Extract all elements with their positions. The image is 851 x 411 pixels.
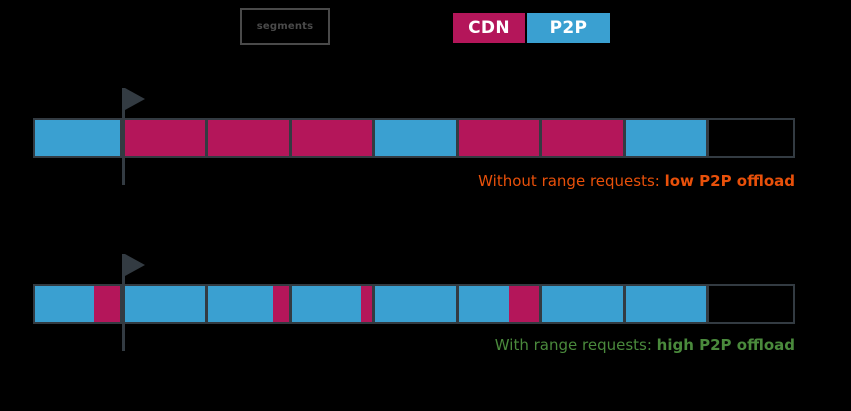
- segment-part-cdn: [291, 120, 373, 156]
- segment-part-p2p: [90, 120, 120, 156]
- caption-2-emphasis: high P2P offload: [656, 336, 795, 354]
- segment: [542, 286, 626, 322]
- segment: [542, 120, 626, 156]
- segment-part-cdn: [94, 286, 120, 322]
- legend-cdn-label: CDN: [468, 18, 510, 38]
- segment: [375, 286, 459, 322]
- segment-part-cdn: [508, 286, 540, 322]
- segment-part-p2p: [375, 286, 456, 322]
- segment: [122, 286, 209, 322]
- segment-bar: [33, 284, 795, 324]
- legend-p2p-label: P2P: [549, 18, 588, 38]
- legend-chip-p2p: P2P: [527, 13, 610, 43]
- segment-part-cdn: [458, 120, 540, 156]
- playhead-line: [122, 254, 125, 351]
- legend-segments-label: segments: [256, 21, 314, 32]
- segment-part-p2p: [291, 286, 361, 322]
- segment-part-p2p: [625, 120, 707, 156]
- segment-part-cdn: [272, 286, 289, 322]
- segment-part-p2p: [542, 286, 623, 322]
- segment-part-cdn: [542, 120, 623, 156]
- segment-part-p2p: [89, 286, 95, 322]
- legend-segments-box: segments: [240, 8, 330, 45]
- segment-bar: [33, 118, 795, 158]
- caption-2-lead: With range requests:: [494, 336, 657, 354]
- playhead-flag-icon: [125, 254, 145, 276]
- legend-chip-cdn: CDN: [453, 13, 525, 43]
- segment: [122, 120, 209, 156]
- caption-with-range-requests: With range requests: high P2P offload: [495, 336, 795, 354]
- segment-part-p2p: [458, 286, 509, 322]
- playhead-line: [122, 88, 125, 185]
- segment-part-p2p: [208, 286, 273, 322]
- segment: [709, 286, 793, 322]
- segment: [375, 120, 459, 156]
- segment: [208, 120, 292, 156]
- segment: [291, 120, 376, 156]
- segment: [458, 286, 543, 322]
- segment-part-empty: [709, 286, 793, 322]
- segment-part-p2p: [35, 286, 90, 322]
- segment-part-p2p: [625, 286, 707, 322]
- segment-part-p2p: [122, 286, 206, 322]
- segment-part-p2p: [375, 120, 456, 156]
- caption-1-emphasis: low P2P offload: [664, 172, 795, 190]
- caption-without-range-requests: Without range requests: low P2P offload: [478, 172, 795, 190]
- segment: [208, 286, 292, 322]
- segment: [458, 120, 543, 156]
- segment-part-cdn: [208, 120, 289, 156]
- caption-1-lead: Without range requests:: [478, 172, 665, 190]
- segment: [709, 120, 793, 156]
- segment-part-cdn: [360, 286, 373, 322]
- segment: [625, 120, 710, 156]
- playhead-flag-icon: [125, 88, 145, 110]
- segment-part-cdn: [122, 120, 206, 156]
- segment-part-empty: [709, 120, 793, 156]
- segment: [291, 286, 376, 322]
- segment: [35, 120, 123, 156]
- segment: [625, 286, 710, 322]
- segment: [35, 286, 123, 322]
- segment-part-p2p: [35, 120, 91, 156]
